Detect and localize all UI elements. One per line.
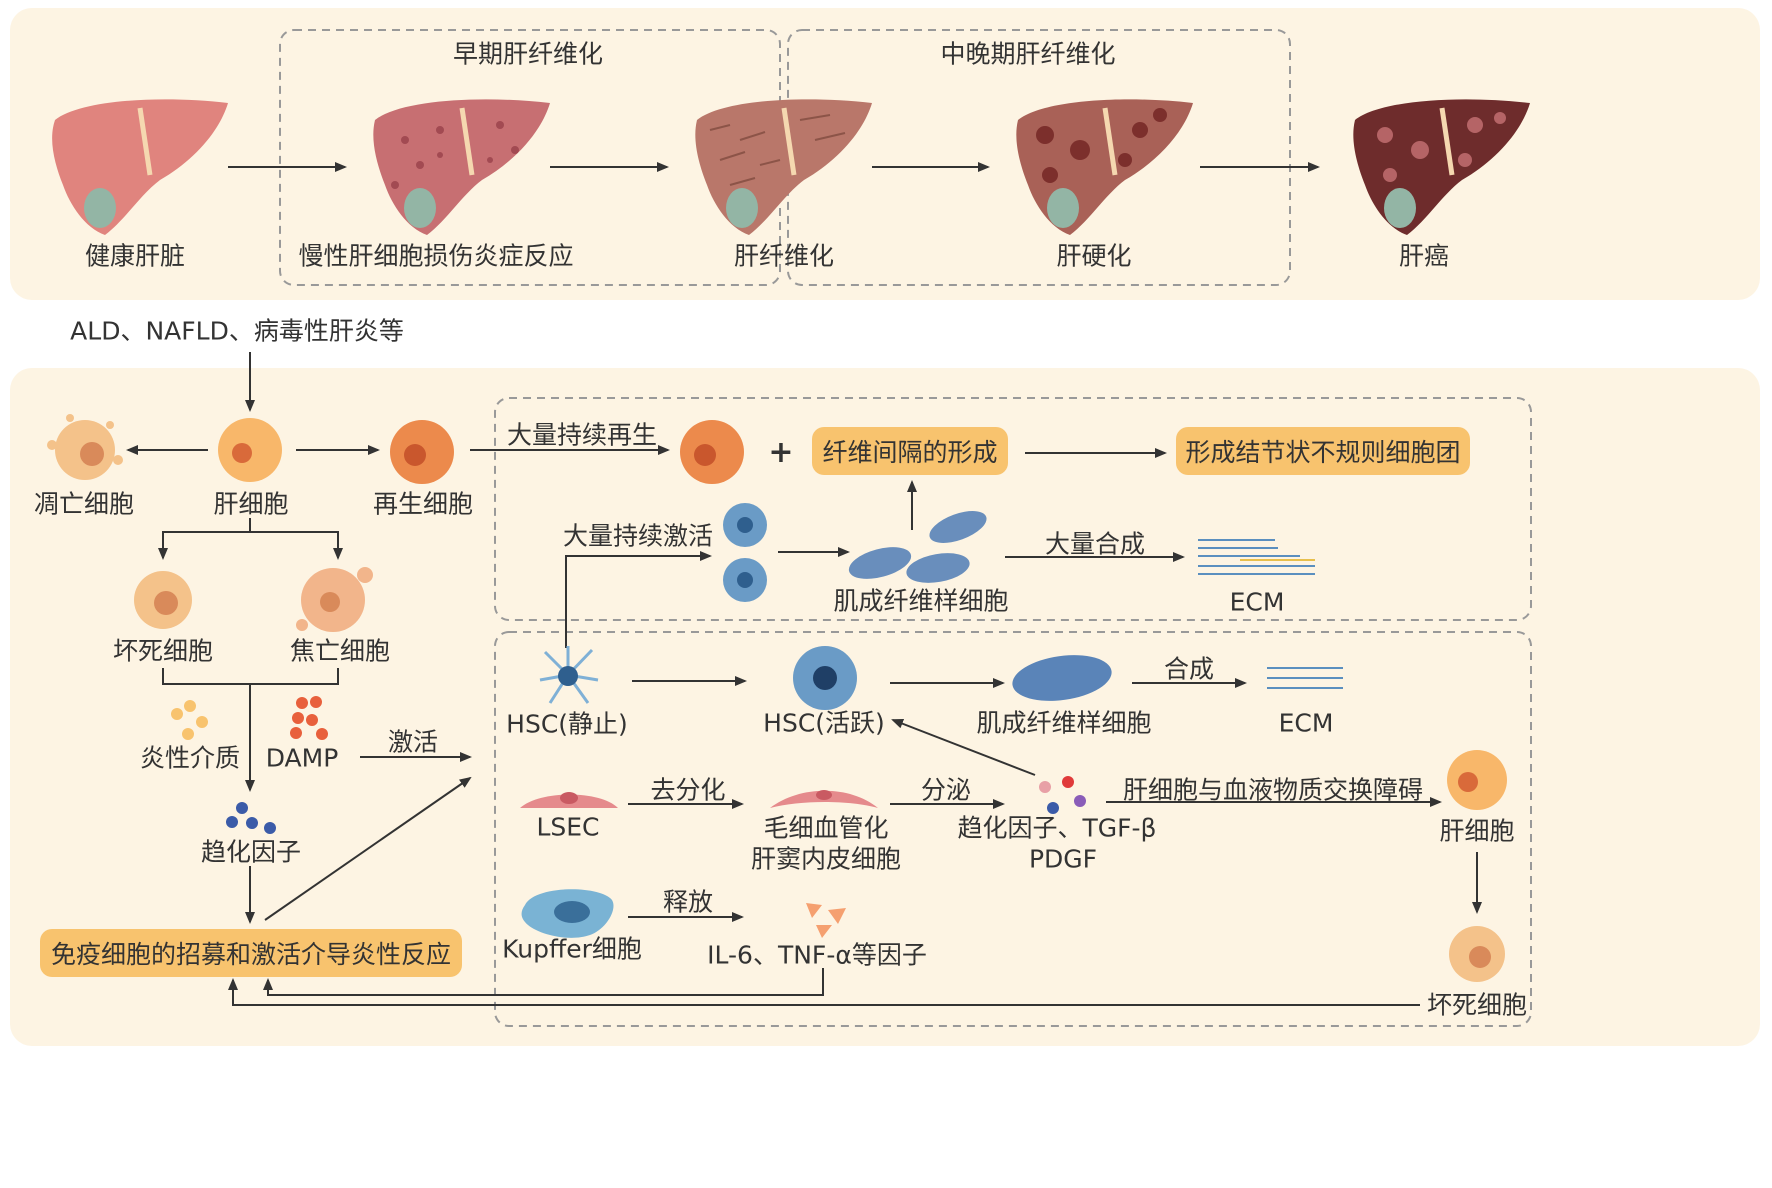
- ecm-lines-icon: [1267, 667, 1343, 689]
- liver-cancer: [1353, 99, 1530, 235]
- early-fibrosis-title: 早期肝纤维化: [452, 39, 604, 69]
- activate-label: 激活: [387, 727, 439, 757]
- late-stage-frame: [787, 29, 1291, 286]
- stage-label-injury: 慢性肝细胞损伤炎症反应: [298, 241, 574, 271]
- lsec-label: LSEC: [536, 812, 600, 842]
- synthesis-label: 合成: [1163, 654, 1215, 684]
- hepatocyte-icon: [218, 418, 282, 482]
- damp-label: DAMP: [265, 743, 339, 773]
- factors-label-1: 趋化因子、TGF-β: [957, 813, 1157, 843]
- dedifferentiation-label: 去分化: [650, 775, 726, 805]
- hsc-quiescent-label: HSC(静止): [506, 709, 628, 739]
- stage-label-cancer: 肝癌: [1398, 241, 1450, 271]
- sustained-activation-label: 大量持续激活: [562, 521, 714, 551]
- active-hsc-icon: [793, 646, 857, 710]
- liver-fibrosis: [695, 99, 872, 235]
- stage-label-healthy: 健康肝脏: [84, 241, 186, 271]
- myofibroblast-label-lower: 肌成纤维样细胞: [976, 708, 1152, 738]
- damp-icon: [290, 696, 328, 740]
- necrotic-cell-icon: [134, 571, 192, 629]
- cell-interaction-frame: [494, 631, 1532, 1027]
- mass-synthesis-label: 大量合成: [1044, 529, 1146, 559]
- hsc-active-label: HSC(活跃): [763, 708, 885, 738]
- capillarized-label-1: 毛细血管化: [763, 813, 889, 843]
- liver-cirrhosis: [1016, 99, 1193, 235]
- hepatocyte-right-icon: [1447, 750, 1507, 810]
- liver-inflamed: [373, 99, 550, 235]
- hepatocyte-right-label: 肝细胞: [1439, 816, 1515, 846]
- stage-label-cirrhosis: 肝硬化: [1056, 241, 1132, 271]
- kupffer-cell-label: Kupffer细胞: [502, 934, 642, 964]
- factors-label-2: PDGF: [1028, 844, 1098, 874]
- lsec-icon: [520, 792, 618, 808]
- necrotic-cell-right-label: 坏死细胞: [1426, 990, 1528, 1020]
- secreted-factors-icon: [1039, 776, 1086, 814]
- apoptotic-cell-icon: [47, 414, 123, 480]
- cytokines-label: IL-6、TNF-α等因子: [707, 940, 927, 970]
- apoptotic-cell-label: 凋亡细胞: [33, 489, 135, 519]
- myofibroblast-icon: [1012, 655, 1112, 701]
- pyroptotic-cell-label: 焦亡细胞: [289, 636, 391, 666]
- kupffer-cell-icon: [521, 889, 614, 938]
- capillarized-label-2: 肝窦内皮细胞: [750, 844, 902, 874]
- regeneration-frame: [494, 397, 1532, 621]
- chemokine-icon: [226, 802, 276, 834]
- plus-sign: +: [768, 435, 793, 470]
- cytokine-icon: [806, 903, 846, 938]
- inflammatory-mediator-icon: [171, 700, 208, 740]
- liver-healthy: [52, 99, 228, 235]
- nodule-formation-box: 形成结节状不规则细胞团: [1176, 427, 1470, 475]
- ecm-fibers-icon: [1198, 539, 1315, 575]
- myofibroblast-cluster-icon: [848, 511, 987, 583]
- regenerative-cell-label: 再生细胞: [372, 489, 474, 519]
- pyroptotic-cell-icon: [296, 567, 373, 632]
- necrotic-cell-label: 坏死细胞: [112, 636, 214, 666]
- capillarized-lsec-icon: [770, 790, 878, 808]
- regenerative-cell-icon: [390, 420, 454, 484]
- stage-label-fibrosis: 肝纤维化: [733, 241, 835, 271]
- septa-formation-box: 纤维间隔的形成: [812, 427, 1008, 475]
- inflammatory-mediator-label: 炎性介质: [139, 743, 241, 773]
- necrotic-cell-right-icon: [1449, 926, 1505, 982]
- myofibroblast-label-upper: 肌成纤维样细胞: [833, 586, 1009, 616]
- ecm-label-upper: ECM: [1229, 587, 1285, 617]
- chemokine-label: 趋化因子: [200, 837, 302, 867]
- release-label: 释放: [662, 887, 714, 917]
- immune-response-box: 免疫细胞的招募和激活介导炎性反应: [40, 929, 462, 977]
- ecm-label-lower: ECM: [1278, 708, 1334, 738]
- sustained-regeneration-label: 大量持续再生: [506, 420, 658, 450]
- regenerated-cell-icon: [680, 420, 744, 484]
- hepatocyte-label: 肝细胞: [213, 489, 289, 519]
- secrete-label: 分泌: [920, 775, 972, 805]
- exchange-barrier-label: 肝细胞与血液物质交换障碍: [1122, 775, 1424, 805]
- late-fibrosis-title: 中晚期肝纤维化: [940, 39, 1116, 69]
- causes-label: ALD、NAFLD、病毒性肝炎等: [70, 316, 404, 346]
